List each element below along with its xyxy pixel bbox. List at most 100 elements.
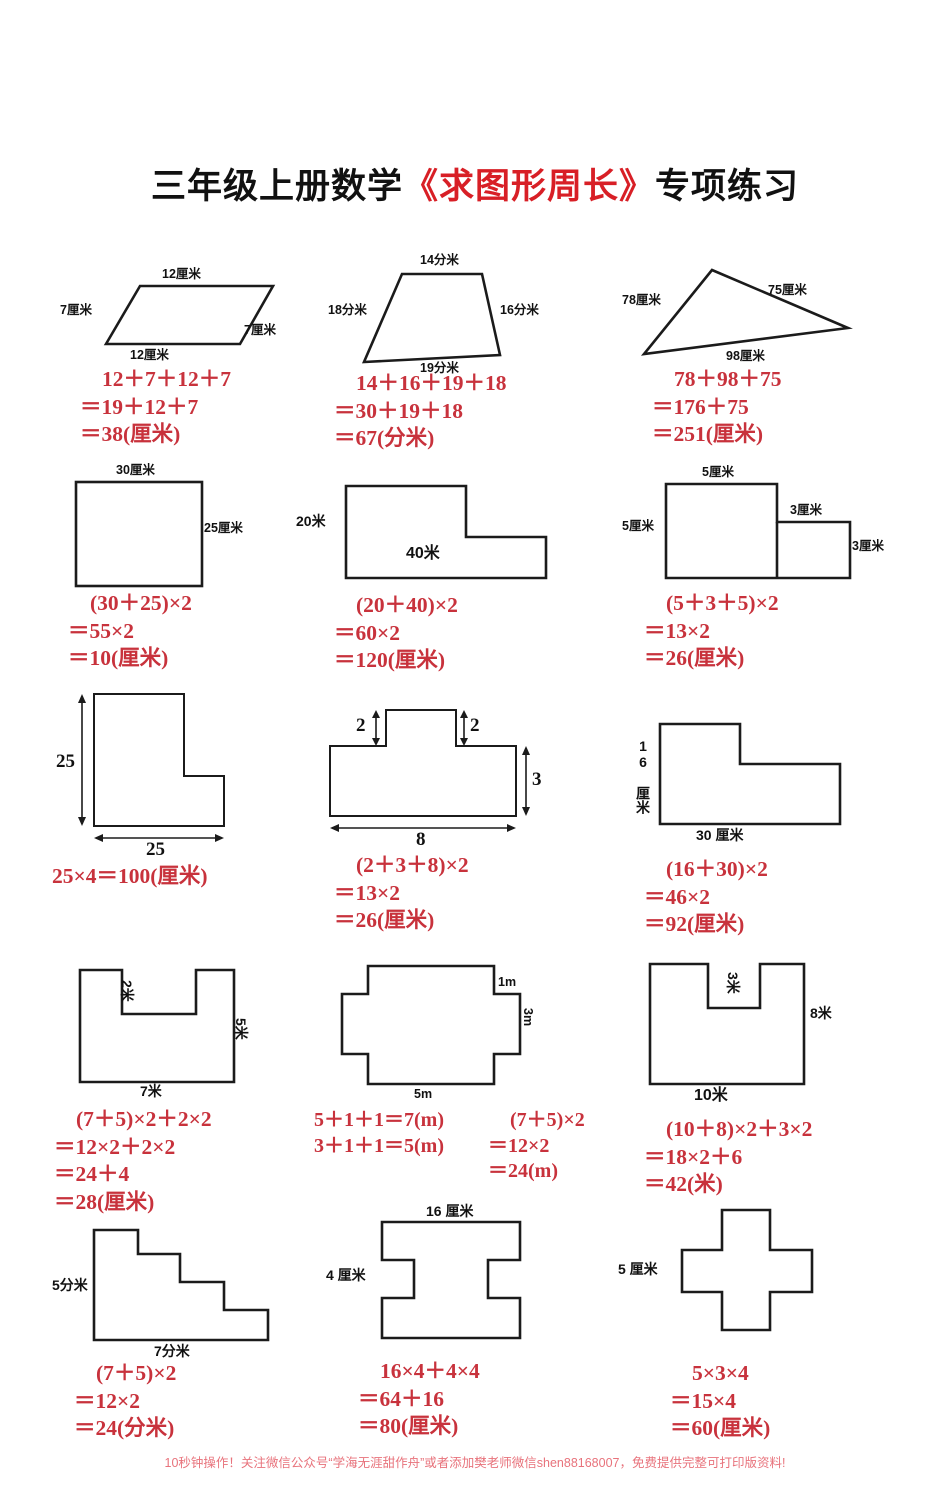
problem-11: 1m 3m 5m 5＋1＋1＝7(m) 3＋1＋1＝5(m) (7＋5)×2 ＝… bbox=[314, 950, 608, 1182]
solution-15-line-2: ＝15×4 bbox=[670, 1388, 737, 1413]
label-p2-bottom: 19分米 bbox=[420, 361, 459, 375]
solution-12-line-1: (10＋8)×2＋3×2 bbox=[666, 1117, 813, 1141]
label-p12-bottom: 10米 bbox=[694, 1087, 728, 1104]
solution-7: 25×4＝100(厘米) bbox=[52, 863, 208, 891]
solution-3-line-1: 78＋98＋75 bbox=[674, 367, 782, 391]
solution-3: 78＋98＋75 ＝176＋75 ＝251(厘米) bbox=[652, 366, 782, 449]
solution-5-line-3: ＝120(厘米) bbox=[334, 648, 446, 673]
title-part-2: 专项练习 bbox=[655, 167, 800, 206]
label-p14-top: 16 厘米 bbox=[426, 1203, 474, 1219]
solution-3-line-3: ＝251(厘米) bbox=[652, 422, 764, 447]
label-p9-bottom: 30 厘米 bbox=[696, 827, 744, 843]
title-part-1: 三年级上册数学 bbox=[150, 167, 403, 206]
label-p13-left: 5分米 bbox=[52, 1277, 88, 1293]
label-p4-right: 25厘米 bbox=[204, 521, 243, 535]
label-p6-left: 5厘米 bbox=[622, 519, 654, 533]
solution-9-line-3: ＝92(厘米) bbox=[644, 912, 745, 937]
solution-12: (10＋8)×2＋3×2 ＝18×2＋6 ＝42(米) bbox=[644, 1116, 812, 1199]
figure-u-shape-10: 2米 5米 7米 bbox=[58, 952, 308, 1102]
figure-staircase-13: 5分米 7分米 bbox=[52, 1222, 308, 1362]
step-6-svg bbox=[664, 482, 852, 580]
solution-10-line-2: ＝12×2＋2×2 bbox=[54, 1134, 176, 1159]
label-p8-right-notch: 2 bbox=[470, 715, 480, 736]
solution-5-line-1: (20＋40)×2 bbox=[356, 593, 458, 617]
solution-15-line-1: 5×3×4 bbox=[692, 1361, 749, 1385]
problem-14: 16 厘米 4 厘米 16×4＋4×4 ＝64＋16 ＝80(厘米) bbox=[326, 1200, 608, 1438]
solution-8: (2＋3＋8)×2 ＝13×2 ＝26(厘米) bbox=[334, 852, 469, 935]
cross-11-svg bbox=[340, 964, 522, 1086]
label-p8-bottom: 8 bbox=[416, 829, 426, 850]
solution-5-line-2: ＝60×2 bbox=[334, 620, 401, 645]
solution-13-line-2: ＝12×2 bbox=[74, 1388, 141, 1413]
rectangle-svg bbox=[74, 480, 204, 588]
label-p13-bottom: 7分米 bbox=[154, 1343, 190, 1359]
solution-2: 14＋16＋19＋18 ＝30＋19＋18 ＝67(分米) bbox=[334, 370, 507, 453]
solution-8-line-3: ＝26(厘米) bbox=[334, 908, 435, 933]
problem-6: 5厘米 5厘米 3厘米 3厘米 (5＋3＋5)×2 ＝13×2 ＝26(厘米) bbox=[622, 462, 902, 670]
solution-11-right-line-3: ＝24(m) bbox=[488, 1160, 558, 1183]
solution-11-left-line-2: 3＋1＋1＝5(m) bbox=[314, 1134, 444, 1157]
figure-plus-15: 5 厘米 bbox=[618, 1204, 902, 1354]
footer-promo-text: 10秒钟操作！关注微信公众号“学海无涯甜作舟”或者添加樊老师微信shen8816… bbox=[164, 1456, 786, 1470]
label-p5-bottom: 40米 bbox=[406, 545, 440, 562]
u-shape-10-svg bbox=[78, 968, 236, 1084]
label-p11-bottom: 5m bbox=[414, 1087, 433, 1101]
solution-4-line-1: (30＋25)×2 bbox=[90, 591, 192, 615]
figure-u-shape-12: 3米 8米 10米 bbox=[622, 950, 902, 1110]
solution-12-line-3: ＝42(米) bbox=[644, 1172, 723, 1197]
solution-7-line-1: 25×4＝100(厘米) bbox=[52, 864, 208, 888]
solution-13: (7＋5)×2 ＝12×2 ＝24(分米) bbox=[74, 1360, 176, 1443]
figure-cross-11: 1m 3m 5m bbox=[328, 950, 608, 1110]
solution-6-line-2: ＝13×2 bbox=[644, 618, 711, 643]
solution-6-line-3: ＝26(厘米) bbox=[644, 646, 745, 671]
figure-l-shape-7: 25 25 bbox=[56, 678, 308, 859]
solution-11-left: 5＋1＋1＝7(m) 3＋1＋1＝5(m) bbox=[314, 1108, 444, 1159]
solution-9-line-1: (16＋30)×2 bbox=[666, 857, 768, 881]
trapezoid-svg bbox=[361, 272, 502, 364]
staircase-13-svg bbox=[92, 1228, 270, 1342]
solution-14-line-2: ＝64＋16 bbox=[358, 1386, 445, 1411]
triangle-svg bbox=[640, 268, 853, 356]
solution-10-line-1: (7＋5)×2＋2×2 bbox=[76, 1107, 212, 1131]
i-beam-14-svg bbox=[380, 1220, 522, 1340]
title-highlight: 《求图形周长》 bbox=[402, 167, 655, 206]
solution-12-line-2: ＝18×2＋6 bbox=[644, 1144, 743, 1169]
label-p2-right: 16分米 bbox=[500, 303, 539, 317]
solution-15-line-3: ＝60(厘米) bbox=[670, 1416, 771, 1441]
figure-l-shape-5: 20米 40米 bbox=[296, 470, 608, 592]
problem-10: 2米 5米 7米 (7＋5)×2＋2×2 ＝12×2＋2×2 ＝24＋4 ＝28… bbox=[54, 952, 308, 1214]
u-shape-12-svg bbox=[648, 962, 806, 1086]
problem-1: 12厘米 7厘米 7厘米 12厘米 12＋7＋12＋7 ＝19＋12＋7 ＝38… bbox=[58, 262, 308, 446]
t-shape-8-svg bbox=[329, 709, 530, 832]
label-p1-top: 12厘米 bbox=[162, 267, 201, 281]
solution-10: (7＋5)×2＋2×2 ＝12×2＋2×2 ＝24＋4 ＝28(厘米) bbox=[54, 1106, 212, 1216]
label-p8-left-notch: 2 bbox=[356, 715, 366, 736]
page-title: 三年级上册数学《求图形周长》专项练习 bbox=[0, 158, 950, 209]
solution-14-line-1: 16×4＋4×4 bbox=[380, 1359, 480, 1383]
solution-8-line-2: ＝13×2 bbox=[334, 880, 401, 905]
label-p5-left: 20米 bbox=[296, 513, 326, 529]
solution-1-line-2: ＝19＋12＋7 bbox=[80, 394, 199, 419]
solution-11-right: (7＋5)×2 ＝12×2 ＝24(m) bbox=[488, 1108, 585, 1185]
label-p3-right: 75厘米 bbox=[768, 283, 807, 297]
label-p2-left: 18分米 bbox=[328, 303, 367, 317]
label-p1-left: 7厘米 bbox=[60, 303, 92, 317]
solution-14: 16×4＋4×4 ＝64＋16 ＝80(厘米) bbox=[358, 1358, 480, 1441]
solution-2-line-1: 14＋16＋19＋18 bbox=[356, 371, 507, 395]
solution-15: 5×3×4 ＝15×4 ＝60(厘米) bbox=[670, 1360, 770, 1443]
l-shape-5-svg bbox=[344, 484, 548, 580]
label-p10-notch: 2米 bbox=[119, 980, 135, 1002]
label-p12-notch: 3米 bbox=[725, 972, 741, 994]
figure-step-6: 5厘米 5厘米 3厘米 3厘米 bbox=[622, 462, 902, 592]
label-p14-left: 4 厘米 bbox=[326, 1267, 366, 1283]
solution-5: (20＋40)×2 ＝60×2 ＝120(厘米) bbox=[334, 592, 458, 675]
problem-4: 30厘米 25厘米 (30＋25)×2 ＝55×2 ＝10(厘米) bbox=[58, 462, 308, 670]
label-p8-right: 3 bbox=[532, 769, 542, 790]
solution-9-line-2: ＝46×2 bbox=[644, 884, 711, 909]
label-p7-left: 25 bbox=[56, 751, 75, 772]
label-p1-right: 7厘米 bbox=[244, 323, 276, 337]
solution-8-line-1: (2＋3＋8)×2 bbox=[356, 853, 469, 877]
solution-9: (16＋30)×2 ＝46×2 ＝92(厘米) bbox=[644, 856, 768, 939]
solution-3-line-2: ＝176＋75 bbox=[652, 394, 749, 419]
